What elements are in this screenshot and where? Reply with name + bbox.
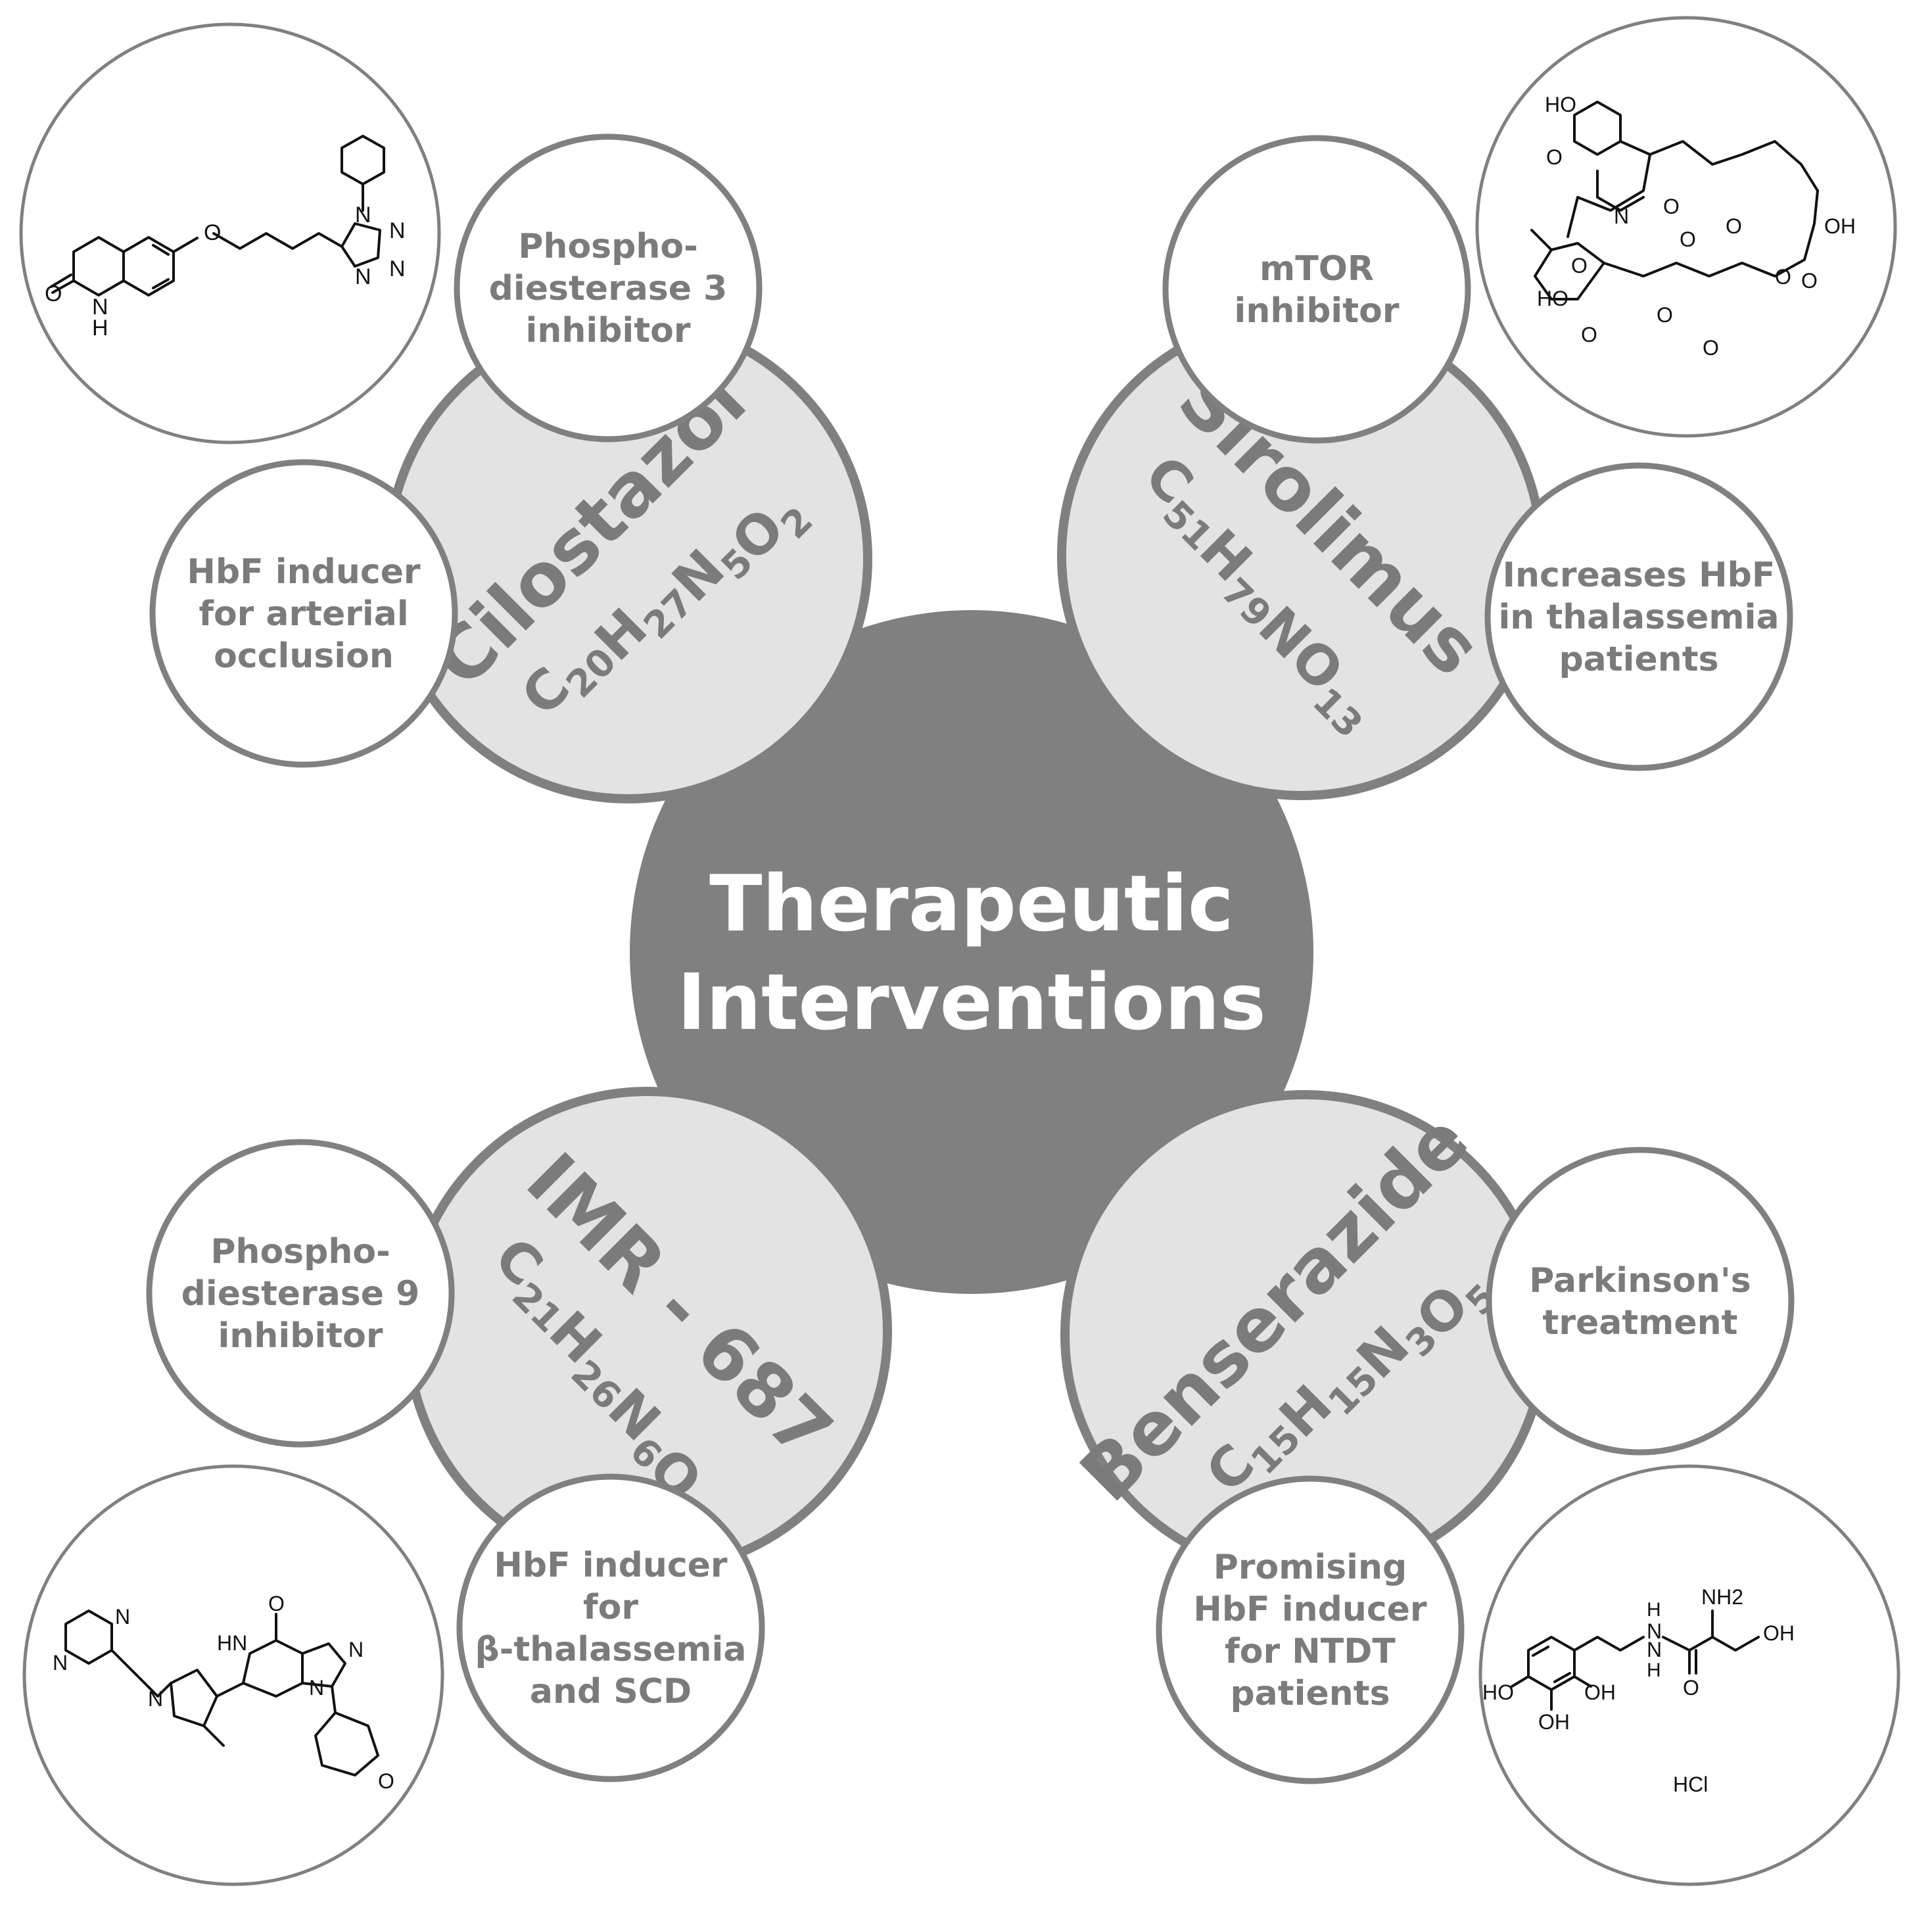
svg-text:OH: OH xyxy=(1763,1621,1795,1645)
svg-text:NH2: NH2 xyxy=(1701,1585,1743,1609)
svg-text:HO: HO xyxy=(1537,287,1568,310)
benserazide-satellite-parkinsons xyxy=(1486,1147,1795,1456)
benserazide-structure: NH2 H N N H OH O HO OH OH HCl xyxy=(1482,1585,1795,1796)
imr687-satellite-pde9 xyxy=(146,1139,455,1448)
svg-text:O: O xyxy=(1581,323,1597,346)
benserazide-satellite-ntdt xyxy=(1156,1475,1465,1784)
svg-text:N: N xyxy=(389,256,406,281)
svg-text:O: O xyxy=(1680,227,1696,251)
svg-text:O: O xyxy=(1703,336,1719,360)
imr687-structure-circle xyxy=(22,1464,444,1886)
svg-text:N: N xyxy=(1647,1619,1662,1643)
svg-text:O: O xyxy=(1546,145,1563,169)
cilostazol-structure-circle xyxy=(19,22,441,444)
svg-text:O: O xyxy=(1683,1676,1699,1700)
svg-text:N: N xyxy=(389,218,406,243)
svg-text:HO: HO xyxy=(1482,1680,1514,1704)
center-title-line2: Interventions xyxy=(677,957,1266,1047)
sirolimus-satellite-mtor xyxy=(1162,135,1471,444)
svg-text:N: N xyxy=(115,1605,130,1629)
svg-text:H: H xyxy=(92,316,108,341)
svg-text:HN: HN xyxy=(217,1631,247,1655)
sirolimus-structure: HO O N O O O O OH O O O HO O O xyxy=(1530,93,1856,360)
svg-text:O: O xyxy=(1801,269,1818,293)
svg-text:H: H xyxy=(1647,1659,1661,1681)
imr687-satellite-scd xyxy=(456,1473,765,1782)
cilostazol-structure: O N H N N N N O xyxy=(45,135,406,341)
svg-text:O: O xyxy=(204,220,221,245)
svg-text:OH: OH xyxy=(1538,1710,1570,1734)
svg-text:O: O xyxy=(268,1592,285,1615)
svg-text:HCl: HCl xyxy=(1673,1773,1708,1796)
svg-text:N: N xyxy=(348,1638,364,1661)
svg-text:N: N xyxy=(53,1651,68,1675)
svg-text:N: N xyxy=(1614,204,1629,228)
benserazide-structure-circle xyxy=(1478,1464,1900,1886)
sirolimus-structure-circle xyxy=(1475,16,1897,438)
svg-text:OH: OH xyxy=(1824,214,1856,238)
svg-text:OH: OH xyxy=(1584,1680,1616,1704)
cilostazol-satellite-arterial xyxy=(149,459,458,768)
svg-text:O: O xyxy=(1657,303,1673,327)
svg-text:O: O xyxy=(1775,265,1791,289)
imr687-structure: O HN N N N N N O xyxy=(53,1592,394,1793)
svg-text:H: H xyxy=(1647,1599,1661,1621)
svg-text:O: O xyxy=(1726,214,1742,238)
svg-text:N: N xyxy=(355,203,371,227)
center-title-line1: Therapeutic xyxy=(709,858,1234,949)
svg-text:O: O xyxy=(1663,195,1680,218)
center-hub xyxy=(630,610,1313,1294)
svg-text:O: O xyxy=(45,281,62,306)
svg-text:N: N xyxy=(92,295,108,320)
svg-text:N: N xyxy=(148,1687,163,1711)
cilostazol-satellite-pde3 xyxy=(454,133,763,442)
svg-text:HO: HO xyxy=(1545,93,1576,116)
svg-text:N: N xyxy=(1647,1638,1662,1661)
svg-text:N: N xyxy=(309,1676,324,1700)
svg-text:O: O xyxy=(1571,254,1588,277)
svg-text:O: O xyxy=(378,1769,394,1793)
sirolimus-satellite-thalassemia xyxy=(1484,462,1793,771)
svg-text:N: N xyxy=(355,264,371,289)
